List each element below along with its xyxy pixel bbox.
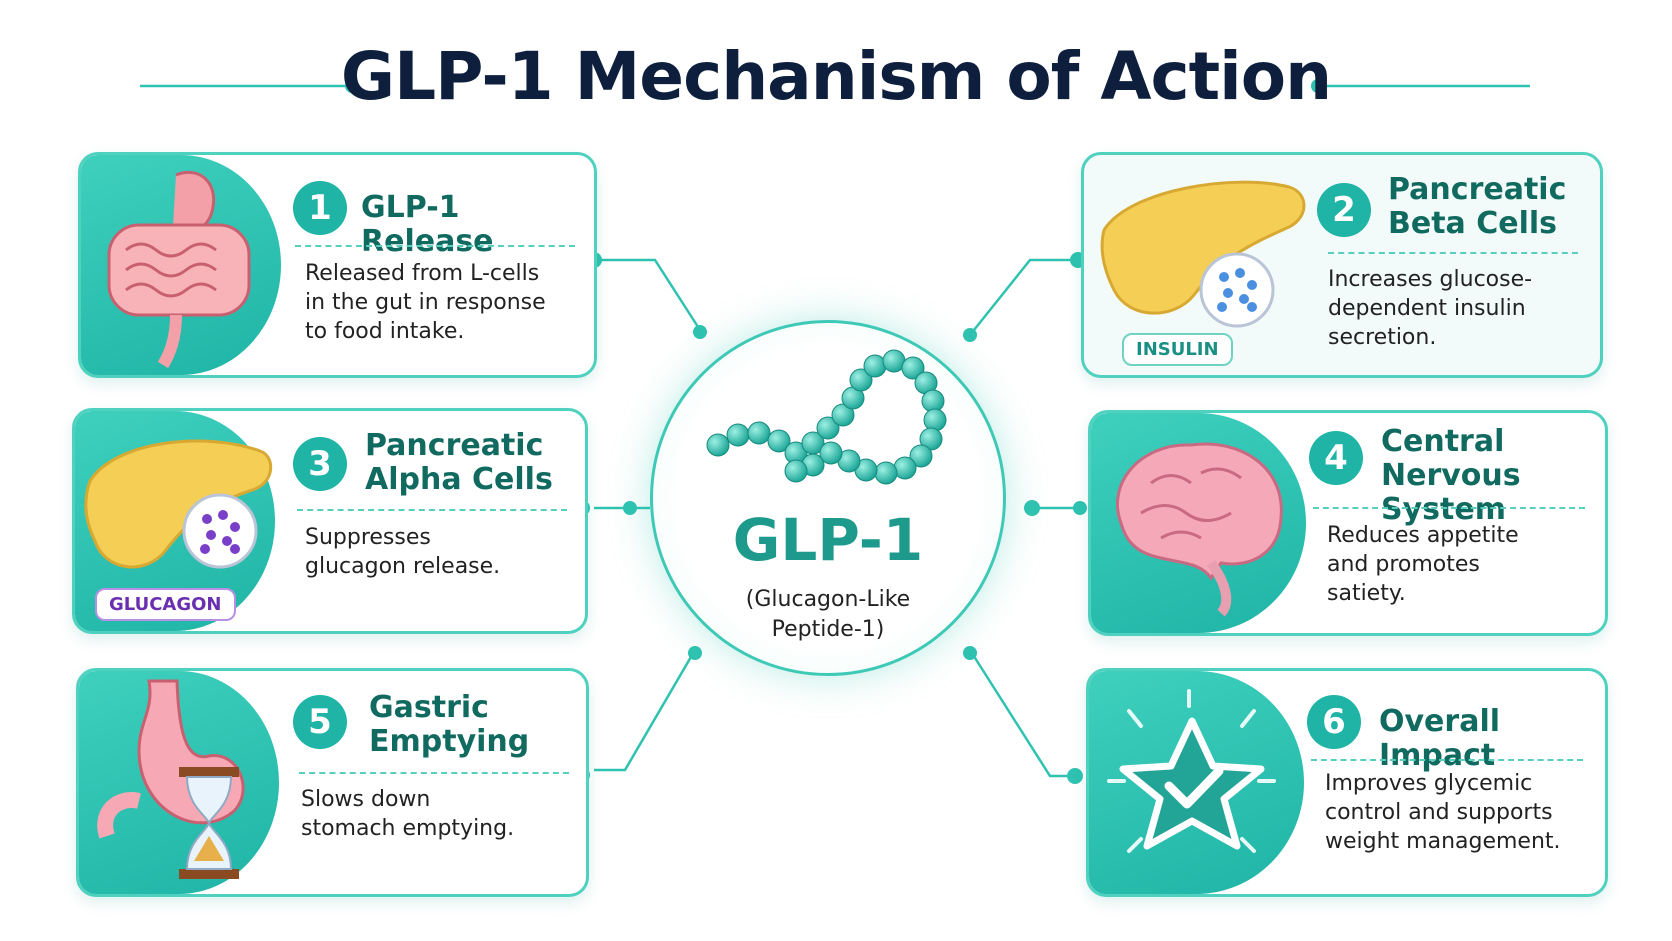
center-subtitle: (Glucagon-Like Peptide-1) — [653, 585, 1003, 645]
divider — [1313, 507, 1585, 509]
divider — [1311, 759, 1583, 761]
card-description: Suppresses glucagon release. — [305, 523, 500, 581]
card-description-line1: Improves glycemic — [1325, 771, 1533, 796]
card-description: Slows down stomach emptying. — [301, 785, 514, 843]
card-description-line1: Reduces appetite — [1327, 523, 1519, 548]
divider — [1328, 252, 1578, 254]
glp1-center-circle: GLP-1 (Glucagon-Like Peptide-1) — [650, 320, 1006, 676]
card-pancreatic-alpha-cells: GLUCAGON 3 Pancreatic Alpha Cells Suppre… — [72, 408, 588, 634]
step-number: 3 — [293, 437, 347, 491]
card-title-line1: Pancreatic — [1388, 172, 1567, 207]
card-title-line2: Alpha Cells — [365, 462, 553, 497]
card-description-line2: in the gut in response — [305, 290, 546, 315]
divider — [299, 772, 569, 774]
divider — [295, 245, 575, 247]
step-number: 2 — [1317, 183, 1371, 237]
card-title: Central Nervous System — [1381, 425, 1605, 527]
stomach-hourglass-icon — [97, 679, 245, 879]
card-title: Pancreatic Beta Cells — [1388, 173, 1566, 241]
brain-icon — [1116, 442, 1283, 617]
star-check-icon — [1107, 689, 1276, 853]
card-description-line2: glucagon release. — [305, 554, 501, 579]
title-row: GLP-1 Mechanism of Action — [0, 28, 1672, 128]
card-title-line1: Pancreatic — [365, 428, 544, 463]
insulin-tag: INSULIN — [1122, 333, 1233, 366]
card-description-line2: and promotes — [1327, 552, 1480, 577]
step-number: 6 — [1307, 695, 1361, 749]
card-title-line2: Emptying — [369, 724, 530, 759]
pancreas-icon — [1100, 180, 1306, 328]
card-description-line2: dependent insulin — [1328, 296, 1526, 321]
glucagon-tag: GLUCAGON — [95, 588, 236, 621]
card-central-nervous-system: 4 Central Nervous System Reduces appetit… — [1088, 410, 1608, 636]
page-title: GLP-1 Mechanism of Action — [340, 38, 1332, 115]
card-description-line1: Suppresses — [305, 525, 431, 550]
step-number: 1 — [293, 181, 347, 235]
card-description: Increases glucose- dependent insulin sec… — [1328, 265, 1532, 352]
divider — [297, 509, 567, 511]
peptide-chain-icon — [706, 349, 947, 485]
card-title: Overall Impact — [1379, 705, 1605, 773]
card-description: Improves glycemic control and supports w… — [1325, 769, 1561, 856]
card-description-line2: stomach emptying. — [301, 816, 515, 841]
card-description-line3: weight management. — [1325, 829, 1561, 854]
card-description-line3: satiety. — [1327, 581, 1406, 606]
card-description-line3: secretion. — [1328, 325, 1437, 350]
card-title: Gastric Emptying — [369, 691, 529, 759]
card-title-line2: Beta Cells — [1388, 206, 1558, 241]
card-title-line1: Central Nervous — [1381, 424, 1521, 493]
step-number: 4 — [1309, 431, 1363, 485]
card-description-line1: Slows down — [301, 787, 431, 812]
card-description-line1: Increases glucose- — [1328, 267, 1533, 292]
card-gastric-emptying: 5 Gastric Emptying Slows down stomach em… — [76, 668, 589, 897]
card-description-line2: control and supports — [1325, 800, 1553, 825]
center-subtitle-line1: (Glucagon-Like — [745, 587, 911, 612]
card-title-line1: Overall Impact — [1379, 704, 1501, 773]
pancreas-icon — [84, 439, 273, 569]
card-title: Pancreatic Alpha Cells — [365, 429, 553, 497]
card-description: Reduces appetite and promotes satiety. — [1327, 521, 1519, 608]
center-name: GLP-1 — [732, 506, 924, 574]
card-title-line2: System — [1381, 492, 1506, 527]
card-pancreatic-beta-cells: INSULIN 2 Pancreatic Beta Cells Increase… — [1081, 152, 1603, 378]
intestine-icon — [107, 170, 251, 369]
card-overall-impact: 6 Overall Impact Improves glycemic contr… — [1086, 668, 1608, 897]
card-title: GLP-1 Release — [361, 191, 594, 259]
card-glp1-release: 1 GLP-1 Release Released from L-cells in… — [78, 152, 597, 378]
step-number: 5 — [293, 695, 347, 749]
card-description-line3: to food intake. — [305, 319, 465, 344]
card-description: Released from L-cells in the gut in resp… — [305, 259, 546, 346]
card-title-line1: GLP-1 Release — [361, 190, 494, 259]
card-description-line1: Released from L-cells — [305, 261, 540, 286]
center-subtitle-line2: Peptide-1) — [771, 617, 885, 642]
card-title-line1: Gastric — [369, 690, 489, 725]
